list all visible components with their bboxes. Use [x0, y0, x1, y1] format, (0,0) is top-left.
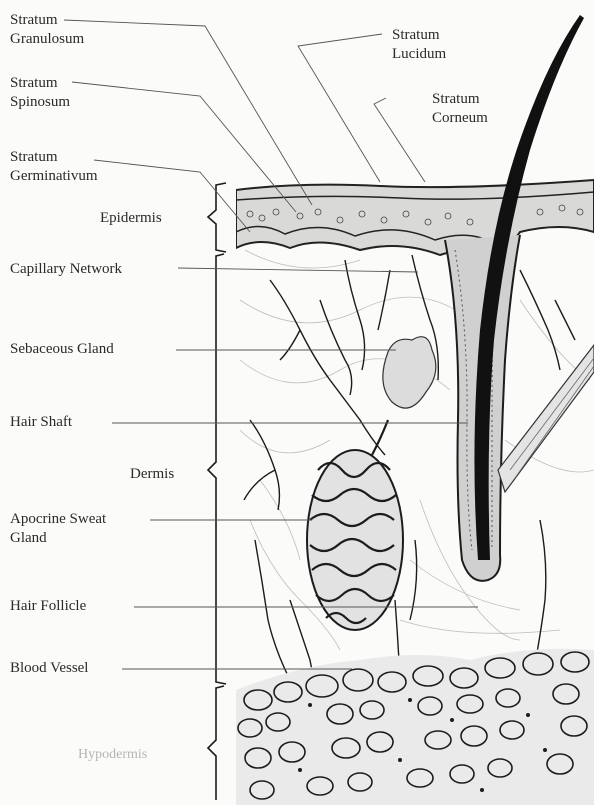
label-hypodermis: Hypodermis — [78, 745, 147, 764]
label-apocrine-sweat-gland: Apocrine Sweat Gland — [10, 510, 106, 548]
arrector-muscle — [498, 345, 594, 492]
label-dermis: Dermis — [130, 465, 174, 484]
label-stratum-granulosum: Stratum Granulosum — [10, 11, 84, 49]
label-capillary-network: Capillary Network — [10, 260, 122, 279]
layer-brackets — [208, 183, 226, 800]
hypodermis-fat — [236, 649, 594, 805]
label-sebaceous-gland: Sebaceous Gland — [10, 340, 114, 359]
label-stratum-corneum: Stratum Corneum — [432, 90, 488, 128]
label-stratum-lucidum: Stratum Lucidum — [392, 26, 446, 64]
label-blood-vessel: Blood Vessel — [10, 659, 88, 678]
label-stratum-spinosum: Stratum Spinosum — [10, 74, 70, 112]
label-hair-follicle: Hair Follicle — [10, 597, 86, 616]
epidermis-band — [236, 180, 594, 260]
label-stratum-germinativum: Stratum Germinativum — [10, 148, 97, 186]
label-epidermis: Epidermis — [100, 209, 162, 228]
apocrine-sweat-gland — [307, 420, 403, 630]
sebaceous-gland — [383, 337, 436, 408]
label-hair-shaft: Hair Shaft — [10, 413, 72, 432]
dermis-fibers — [240, 250, 594, 650]
